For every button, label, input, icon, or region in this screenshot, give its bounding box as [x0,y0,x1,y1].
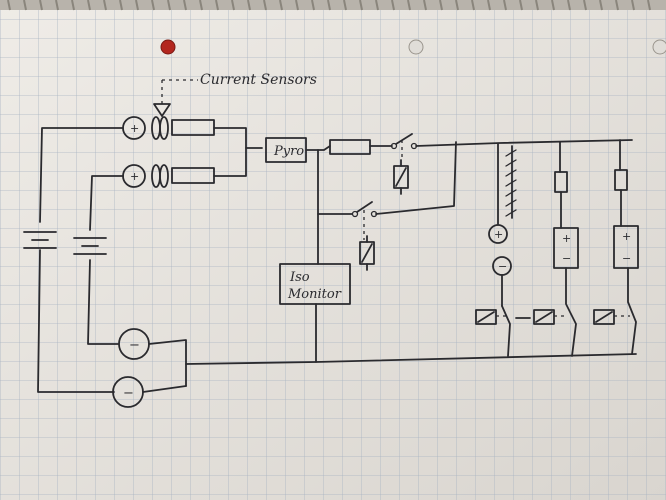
svg-text:+: + [130,170,139,183]
svg-text:−: − [562,252,571,265]
bottom-cell-2: − [112,376,187,408]
spiral-binding [0,0,666,11]
svg-text:+: + [494,228,503,241]
branch-3: + − [593,139,639,355]
precharge-resistor [329,139,371,155]
svg-text:−: − [498,260,507,273]
battery-left-1 [23,231,57,249]
left-wiring [37,127,124,393]
bottom-cell-1: − [118,328,187,387]
capacitor-branch-3 [613,225,639,269]
current-sensors-label: Current Sensors [200,72,317,88]
iso-monitor: Iso Monitor [279,263,351,363]
relay-coil-branch-1 [475,309,497,325]
main-contactor-switch [395,133,413,145]
branch-1: + − [475,143,512,357]
relay-coil-main [393,159,409,195]
svg-text:Monitor: Monitor [287,287,342,302]
svg-text:Iso: Iso [289,270,310,285]
current-sensors-annotation: Current Sensors [153,72,317,117]
svg-text:−: − [622,252,631,265]
svg-text:+: + [130,122,139,135]
relay-coil-branch-3 [593,309,615,325]
punch-hole-red [160,39,176,55]
svg-text:+: + [622,230,631,243]
svg-text:+: + [562,232,571,245]
punch-hole [408,39,424,55]
relay-coil-branch-2 [533,309,555,325]
svg-text:−: − [129,338,140,353]
indicator-positive [488,224,508,244]
top-cell-row-1: + [122,116,263,149]
relay-coil-secondary [359,235,375,271]
battery-left-2 [73,237,107,255]
branch-2: + − [533,141,579,357]
hatched-wall [505,145,517,219]
punch-hole [652,39,666,55]
svg-text:−: − [123,386,134,401]
main-line [329,133,633,160]
secondary-switch [356,201,373,213]
pyro-label: Pyro [273,144,304,159]
